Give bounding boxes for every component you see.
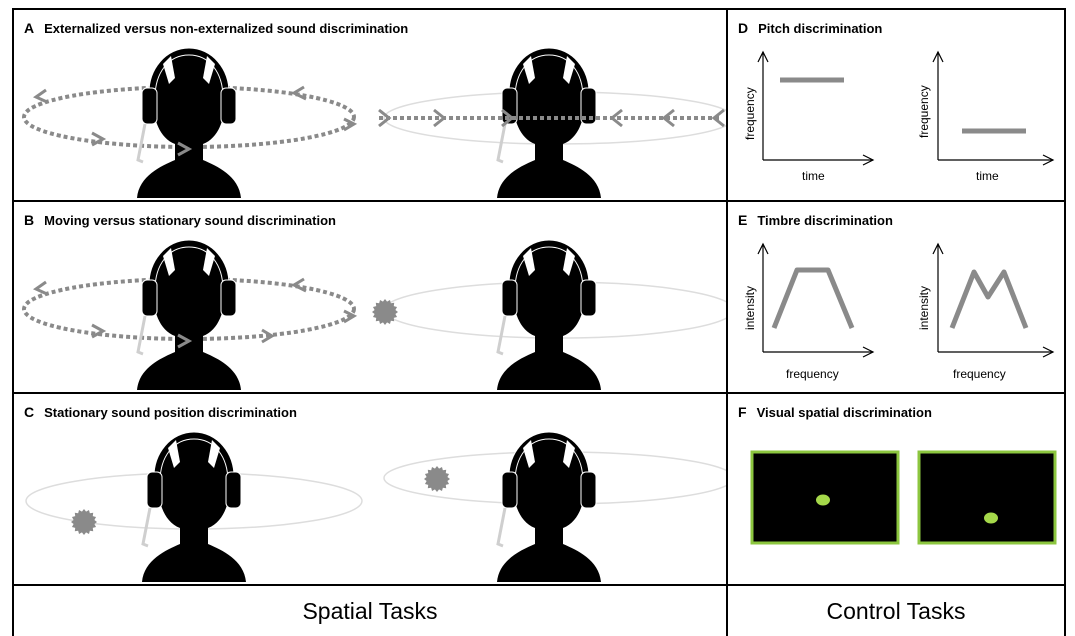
- footer-control-label: Control Tasks: [826, 598, 966, 624]
- panel-f-title: F Visual spatial discrimination: [738, 404, 932, 420]
- panel-a-figure: [22, 48, 735, 198]
- footer-spatial-label: Spatial Tasks: [302, 598, 438, 624]
- panel-d-figure: frequency time frequency time: [743, 50, 1055, 183]
- head-silhouette-icon: [495, 432, 603, 582]
- x-axis-label: time: [802, 169, 825, 183]
- panel-f-figure: [750, 450, 1057, 545]
- axes-right: [932, 242, 1055, 358]
- panel-a-title: A Externalized versus non-externalized so…: [24, 20, 408, 36]
- axes-right: [932, 50, 1055, 166]
- panel-d-letter: D: [738, 20, 749, 36]
- panel-b: B Moving versus stationary sound discrimi…: [12, 200, 735, 394]
- head-silhouette-icon: [495, 48, 603, 198]
- panel-b-letter: B: [24, 212, 35, 228]
- y-axis-label: frequency: [917, 85, 931, 138]
- target-dot: [984, 512, 998, 524]
- panel-c-title-text: Stationary sound position discrimination: [44, 405, 297, 420]
- spectrum-trapezoid: [771, 267, 855, 329]
- panel-c: C Stationary sound position discriminatio…: [12, 392, 735, 586]
- panel-c-figure: [25, 432, 735, 582]
- screen-right: [917, 450, 1057, 545]
- x-axis-label: frequency: [953, 367, 1006, 381]
- sound-source-icon: [372, 299, 398, 325]
- x-axis-label: frequency: [786, 367, 839, 381]
- panel-d-title: D Pitch discrimination: [738, 20, 882, 36]
- sound-path-ellipse: [22, 277, 356, 341]
- target-dot: [816, 494, 830, 506]
- head-silhouette-icon: [135, 48, 243, 198]
- head-silhouette-icon: [135, 240, 243, 390]
- panel-a-letter: A: [24, 20, 35, 36]
- head-silhouette-icon: [140, 432, 248, 582]
- sound-source-icon: [424, 466, 450, 492]
- panel-a-title-text: Externalized versus non-externalized sou…: [44, 21, 409, 36]
- sound-path-ellipse: [22, 85, 356, 149]
- panel-c-letter: C: [24, 404, 35, 420]
- sound-source-icon: [71, 509, 97, 535]
- panel-f: F Visual spatial discrimination: [726, 392, 1066, 586]
- direction-arrow-icon: [32, 277, 358, 349]
- panel-e-figure: intensity frequency intensity frequency: [743, 242, 1055, 381]
- y-axis-label: intensity: [743, 286, 757, 330]
- panel-f-letter: F: [738, 404, 747, 420]
- axes-left: [757, 242, 875, 358]
- axes-left: [757, 50, 875, 166]
- direction-arrow-icon: [32, 85, 358, 157]
- y-axis-label: frequency: [743, 87, 757, 140]
- footer-spatial: Spatial Tasks: [12, 584, 728, 636]
- panel-e: E Timbre discrimination intensity frequen…: [726, 200, 1066, 394]
- footer-control: Control Tasks: [726, 584, 1066, 636]
- panel-b-title-text: Moving versus stationary sound discrimin…: [44, 213, 336, 228]
- panel-b-figure: [22, 240, 735, 390]
- panel-d: D Pitch discrimination frequency time fre…: [726, 8, 1066, 202]
- panel-d-title-text: Pitch discrimination: [758, 21, 883, 36]
- panel-c-title: C Stationary sound position discriminatio…: [24, 404, 297, 420]
- x-axis-label: time: [976, 169, 999, 183]
- head-silhouette-icon: [495, 240, 603, 390]
- panel-b-title: B Moving versus stationary sound discrimi…: [24, 212, 336, 228]
- panel-a: A Externalized versus non-externalized so…: [12, 8, 735, 202]
- direction-arrow-icon: [378, 108, 725, 128]
- panel-e-letter: E: [738, 212, 748, 228]
- panel-e-title-text: Timbre discrimination: [757, 213, 893, 228]
- panel-e-title: E Timbre discrimination: [738, 212, 893, 228]
- panel-f-title-text: Visual spatial discrimination: [756, 405, 932, 420]
- y-axis-label: intensity: [917, 286, 931, 330]
- spectrum-double-peak: [949, 269, 1029, 329]
